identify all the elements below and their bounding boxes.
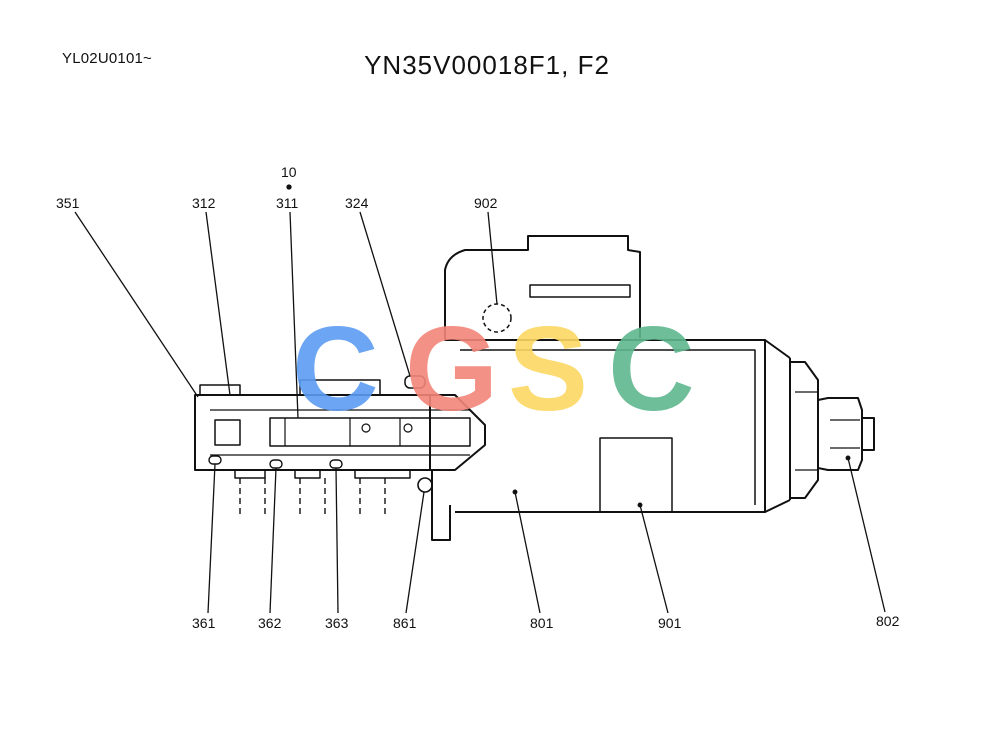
- cgsc-watermark: C G S C: [292, 302, 695, 436]
- callout-801: 801: [530, 615, 554, 631]
- callout-363: 363: [325, 615, 349, 631]
- leader-312: [205, 211, 231, 396]
- callout-902: 902: [474, 195, 498, 211]
- assembly-label: 10: [281, 164, 297, 180]
- callout-312: 312: [192, 195, 216, 211]
- leader-363: [335, 467, 339, 614]
- page-title: YN35V00018F1, F2: [364, 50, 610, 80]
- serial-range: YL02U0101~: [62, 50, 152, 67]
- leader-902: [487, 211, 498, 305]
- leader-801: [514, 491, 541, 614]
- callout-324: 324: [345, 195, 369, 211]
- callout-labels: 10 351 312 311 324 902 361 362 363 861 8…: [56, 164, 900, 631]
- watermark-letter-s: S: [508, 302, 588, 436]
- callout-311: 311: [276, 195, 299, 211]
- watermark-letter-c1: C: [292, 302, 379, 436]
- callout-362: 362: [258, 615, 282, 631]
- watermark-letter-c2: C: [608, 302, 695, 436]
- watermark-letter-g: G: [405, 302, 498, 436]
- leader-362: [269, 467, 277, 614]
- leader-311: [289, 211, 299, 419]
- leader-861: [405, 491, 425, 614]
- leader-324: [359, 211, 411, 377]
- callout-802: 802: [876, 613, 900, 629]
- leader-361: [207, 463, 216, 614]
- leader-lines: [74, 184, 886, 614]
- callout-361: 361: [192, 615, 216, 631]
- leader-351: [74, 211, 199, 398]
- callout-901: 901: [658, 615, 682, 631]
- leader-901: [639, 504, 669, 614]
- leader-802: [847, 457, 886, 613]
- callout-861: 861: [393, 615, 417, 631]
- solenoid-assembly-drawing: [194, 235, 875, 541]
- callout-351: 351: [56, 195, 80, 211]
